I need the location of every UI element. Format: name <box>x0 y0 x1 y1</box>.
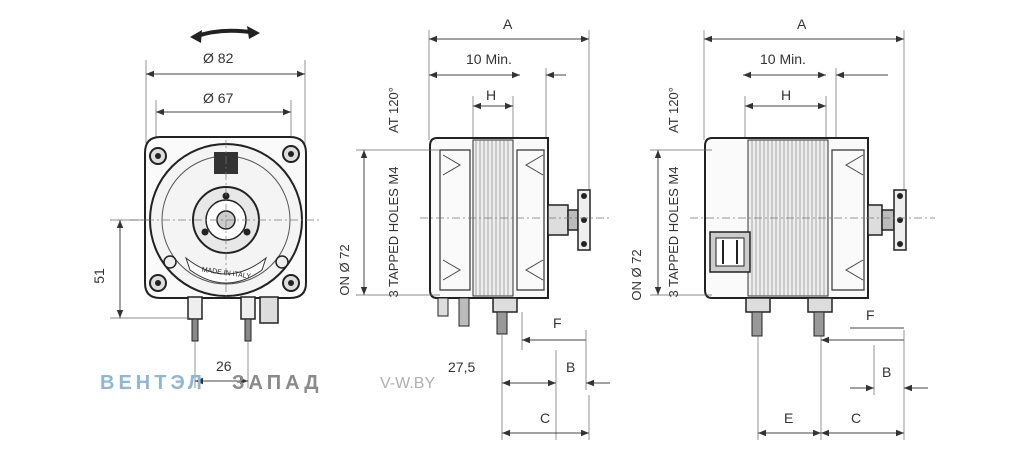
dim-51: 51 <box>91 268 107 284</box>
note-on-72: ON Ø 72 <box>629 249 644 300</box>
dim-h: H <box>781 87 791 103</box>
dim-10-min: 10 Min. <box>760 51 806 67</box>
dim-e: E <box>784 410 793 426</box>
screw-icon <box>282 145 300 163</box>
note-on-72: ON Ø 72 <box>337 244 352 295</box>
note-at-120: AT 120° <box>386 87 401 133</box>
dim-82: Ø 82 <box>203 50 234 66</box>
rotation-arrow-icon <box>190 26 260 43</box>
note-at-120: AT 120° <box>666 87 681 133</box>
note-tapped-holes: 3 TAPPED HOLES M4 <box>386 166 401 297</box>
dim-b: B <box>566 359 575 375</box>
dim-c: C <box>851 410 861 426</box>
watermark-brand-blue: ВЕНТЭЛ <box>100 372 206 394</box>
watermark: ВЕНТЭЛ ЗАПАД V-W.BY <box>100 372 435 394</box>
screw-icon <box>149 147 167 165</box>
dim-10-min: 10 Min. <box>466 51 512 67</box>
note-tapped-holes: 3 TAPPED HOLES M4 <box>666 166 681 297</box>
dim-27-5: 27,5 <box>448 359 475 375</box>
front-view: Ø 82 Ø 67 <box>91 26 322 388</box>
dim-26: 26 <box>216 358 232 374</box>
dim-b: B <box>882 364 891 380</box>
screw-icon <box>149 274 167 292</box>
dim-a: A <box>503 16 513 32</box>
dim-f: F <box>553 315 562 331</box>
dim-67: Ø 67 <box>203 90 234 106</box>
watermark-brand-grey: ЗАПАД <box>232 372 323 394</box>
watermark-site: V-W.BY <box>380 375 435 392</box>
side-view-2: A 10 Min. H <box>629 16 935 440</box>
dim-c: C <box>540 410 550 426</box>
side-view-1: A 10 Min. H <box>337 16 610 440</box>
dim-a: A <box>797 16 807 32</box>
dim-f: F <box>866 307 875 323</box>
dim-h: H <box>486 87 496 103</box>
screw-icon <box>282 274 300 292</box>
